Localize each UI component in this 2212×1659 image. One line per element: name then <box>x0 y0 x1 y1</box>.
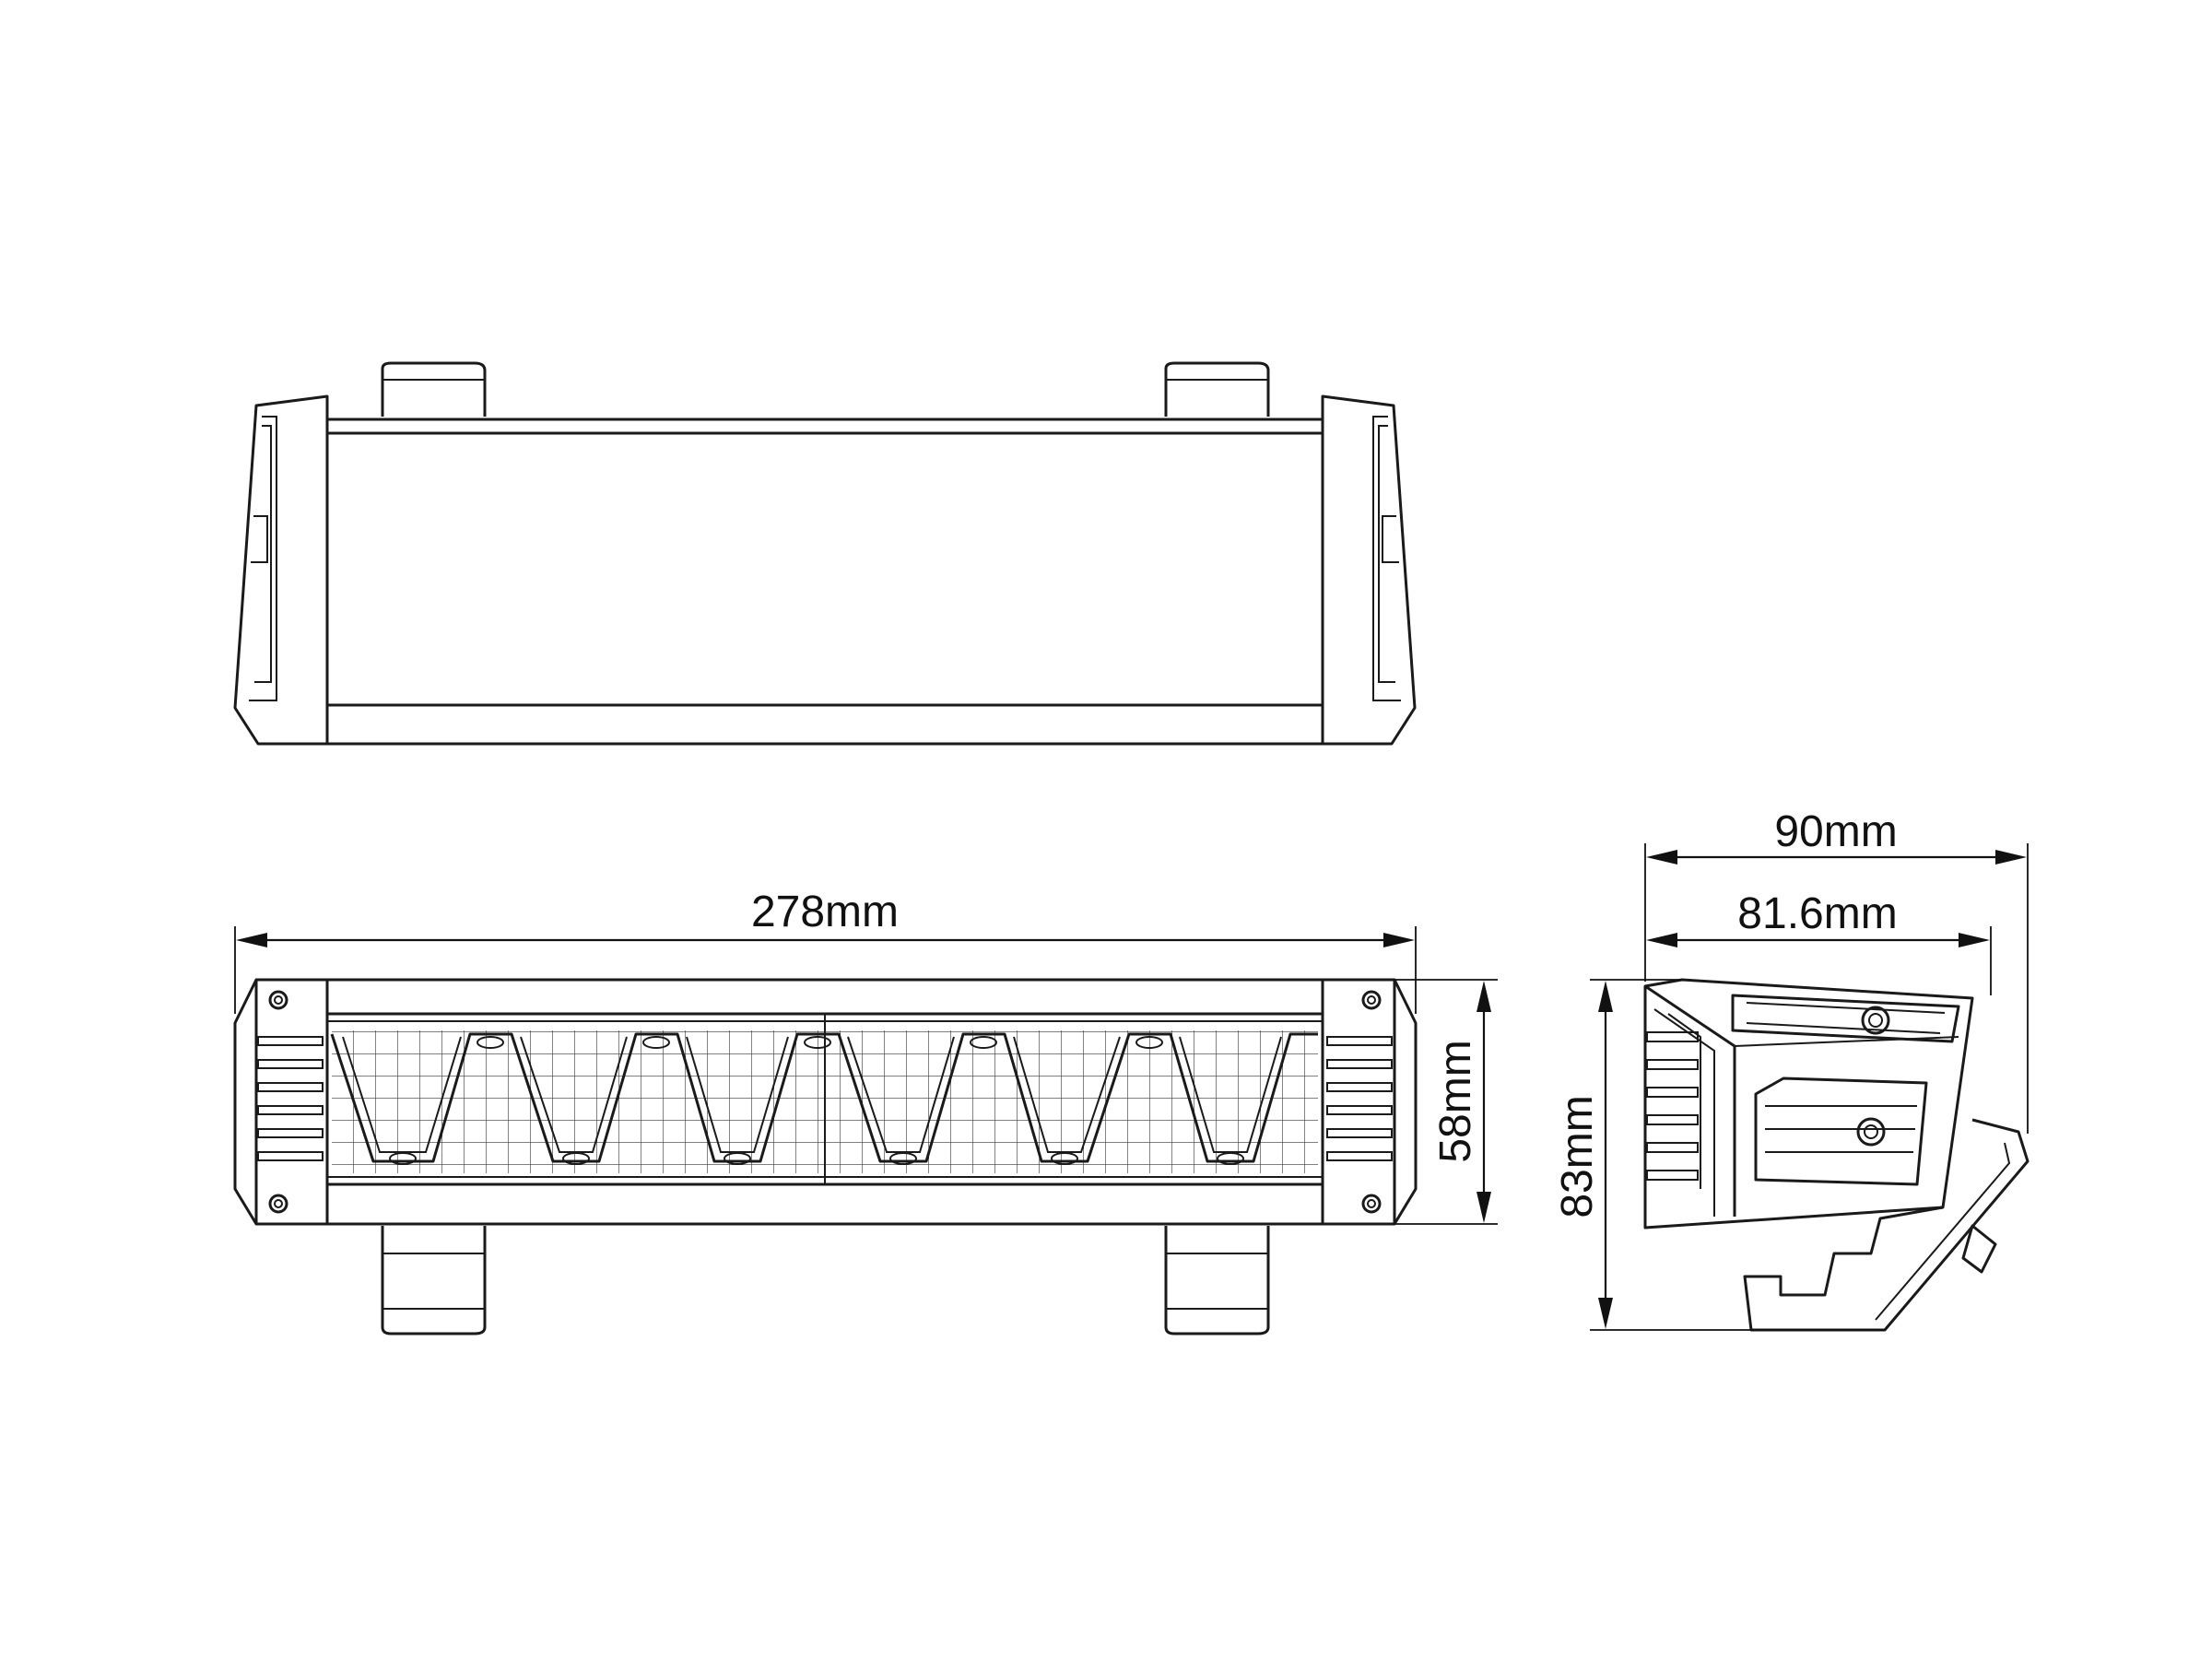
side-fins <box>1646 1013 1701 1189</box>
adjust-knob-icon <box>1861 1006 1890 1035</box>
length-label: 278mm <box>751 888 899 936</box>
side-view: 90mm 81.6mm 83mm <box>1553 807 2030 1332</box>
height-label: 58mm <box>1431 1040 1480 1162</box>
inner-depth-label: 81.6mm <box>1737 889 1897 938</box>
dimension-inner-depth: 81.6mm <box>1646 889 1992 995</box>
top-endcap-left <box>233 394 329 746</box>
lower-slot <box>1754 1077 1928 1186</box>
screw-icon <box>268 1194 288 1214</box>
front-endcap-left <box>233 979 324 1225</box>
dimension-depth: 90mm <box>1644 807 2029 1134</box>
dimension-height: 58mm <box>1394 979 1498 1225</box>
front-bracket-right <box>1164 1226 1270 1335</box>
upper-slot <box>1731 994 1960 1043</box>
overall-height-label: 83mm <box>1553 1095 1602 1218</box>
top-housing <box>325 418 1324 746</box>
screw-icon <box>268 990 288 1010</box>
dimension-length: 278mm <box>234 888 1417 1014</box>
led-emitters <box>389 1036 1244 1165</box>
screw-icon <box>1361 990 1382 1010</box>
side-housing <box>1643 978 1974 1230</box>
screw-icon <box>1361 1194 1382 1214</box>
side-bracket <box>1743 1118 2030 1332</box>
adjust-knob-icon <box>1856 1117 1886 1147</box>
bracket-bolt-icon <box>1961 1224 1997 1274</box>
top-bracket-right <box>1164 361 1270 417</box>
front-endcap-right <box>1326 979 1418 1225</box>
dimension-overall-height: 83mm <box>1553 979 1885 1331</box>
depth-label: 90mm <box>1774 807 1897 856</box>
front-bracket-left <box>381 1226 487 1335</box>
top-view <box>233 361 1417 746</box>
top-bracket-left <box>381 361 487 417</box>
front-view: 278mm 58mm <box>233 888 1498 1335</box>
top-endcap-right <box>1321 394 1417 746</box>
